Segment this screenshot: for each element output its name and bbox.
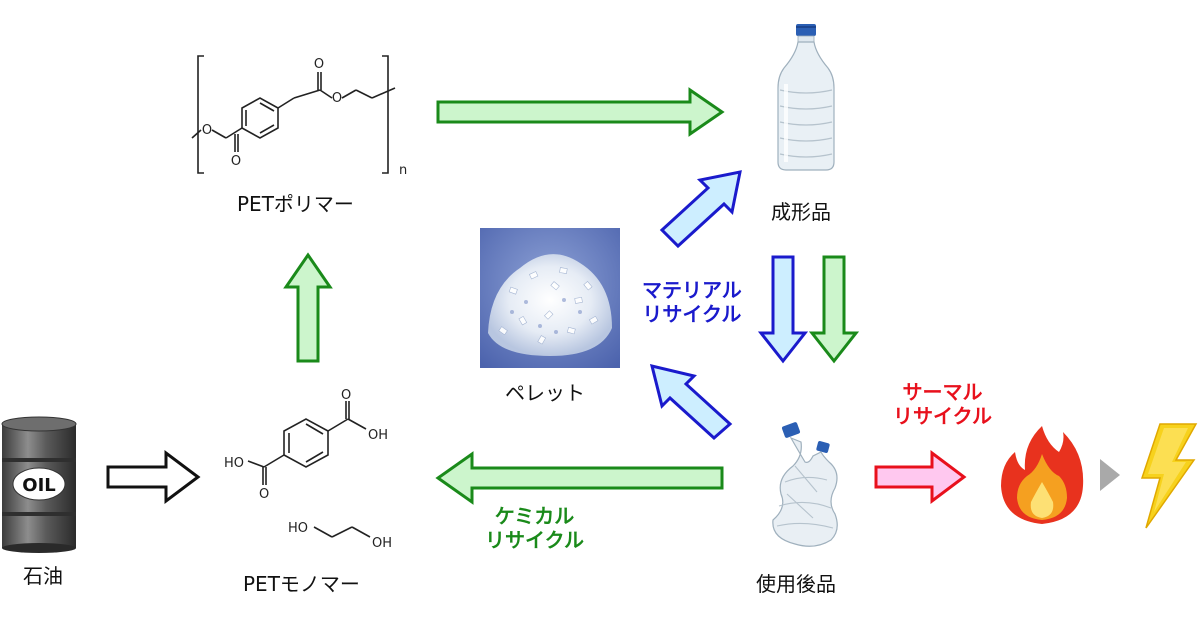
- arrow-used-to-thermal: [874, 450, 967, 504]
- arrow-polymer-to-molded: [436, 87, 725, 137]
- label-used-product: 使用後品: [756, 572, 836, 596]
- oil-drum-icon: OIL: [1, 416, 77, 553]
- pet-monomer-structure: O OH HO O HO OH: [224, 388, 392, 551]
- label-oil: 石油: [23, 564, 63, 588]
- polymer-subscript-n: n: [399, 163, 407, 178]
- fire-icon: [1001, 426, 1084, 524]
- monomer-oh-top: OH: [368, 428, 388, 443]
- thermal-recycle-label: サーマル リサイクル: [893, 380, 992, 428]
- glycol-oh: OH: [372, 536, 392, 551]
- monomer-oxygen-top: O: [341, 388, 351, 403]
- label-pet-polymer: PETポリマー: [237, 192, 354, 216]
- grey-triangle-arrow: [1100, 459, 1120, 491]
- material-recycle-label: マテリアル リサイクル: [642, 278, 742, 326]
- chemical-recycle-line2: リサイクル: [485, 528, 584, 552]
- material-recycle-line1: マテリアル: [642, 278, 742, 302]
- lightning-icon: [1140, 423, 1198, 529]
- thermal-recycle-line2: リサイクル: [893, 404, 992, 428]
- oil-drum-text: OIL: [22, 475, 55, 496]
- arrow-used-to-monomer: [435, 451, 724, 505]
- glycol-ho: HO: [288, 521, 308, 536]
- label-molded-product: 成形品: [771, 200, 831, 224]
- bottle-icon: [777, 24, 835, 171]
- arrow-pellet-to-molded: [659, 170, 742, 249]
- thermal-recycle-line1: サーマル: [902, 380, 983, 404]
- chemical-recycle-line1: ケミカル: [494, 504, 575, 528]
- arrow-molded-to-used-green: [808, 255, 860, 364]
- arrow-used-to-pellet: [649, 363, 733, 441]
- polymer-oxygen-left: O: [202, 123, 212, 138]
- pet-polymer-structure: O O O O n: [191, 55, 407, 178]
- pellet-image: [480, 228, 620, 368]
- crushed-bottle-icon: [772, 422, 838, 547]
- label-pet-monomer: PETモノマー: [243, 572, 360, 596]
- polymer-oxygen-carbonyl-1: O: [231, 154, 241, 169]
- chemical-recycle-label: ケミカル リサイクル: [485, 504, 584, 552]
- label-pellet: ペレット: [505, 381, 585, 405]
- arrow-molded-to-used-blue: [757, 255, 809, 364]
- arrow-monomer-to-polymer: [283, 252, 333, 363]
- arrow-oil-to-monomer: [106, 450, 201, 504]
- polymer-oxygen-carbonyl-2: O: [314, 57, 324, 72]
- material-recycle-line2: リサイクル: [642, 302, 742, 326]
- polymer-oxygen-ester: O: [332, 91, 342, 106]
- monomer-ho-left: HO: [224, 456, 244, 471]
- monomer-oxygen-bottom: O: [259, 487, 269, 502]
